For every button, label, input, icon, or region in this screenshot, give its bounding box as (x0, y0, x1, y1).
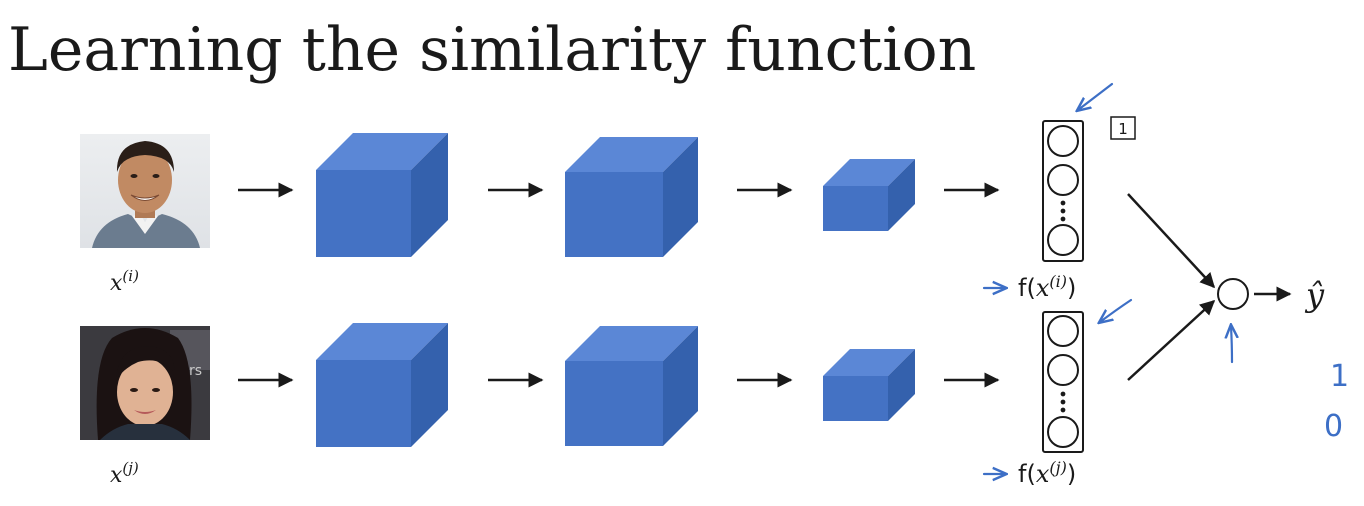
input-label-j: x(j) (110, 459, 139, 488)
arrow (1127, 193, 1216, 289)
encoding-label-j: f(x(j)) (1018, 458, 1076, 488)
cnn-layer-block (823, 159, 915, 231)
cnn-layer-block (316, 133, 448, 257)
svg-text:rs: rs (189, 363, 202, 379)
footnote-box: 1 (1110, 116, 1136, 140)
cnn-layer-block (316, 323, 448, 447)
encoding-label-i: f(x(i)) (1018, 272, 1076, 302)
encoding-vector-top (1042, 120, 1084, 262)
cnn-layer-block (823, 349, 915, 421)
cnn-layer-block (565, 137, 698, 257)
woman-face-photo: rs (80, 326, 210, 440)
slide-title: Learning the similarity function (8, 15, 977, 85)
handwritten-value-0: 0 (1324, 409, 1343, 444)
cnn-layer-block (565, 326, 698, 446)
pen-arrow-output-node (1231, 326, 1232, 364)
merge-arrows (1127, 193, 1292, 381)
output-label: ŷ (1304, 276, 1325, 314)
encoding-vector-bottom (1042, 311, 1084, 453)
handwritten-annotations (982, 82, 1232, 474)
pen-arrow-top-vector (1078, 82, 1114, 110)
input-label-i: x(i) (110, 267, 139, 296)
arrow (1127, 299, 1216, 381)
svg-text:1: 1 (1118, 120, 1128, 138)
output-node (1217, 278, 1249, 310)
pen-arrow-bottom-vector (1100, 298, 1133, 322)
handwritten-value-1: 1 (1330, 359, 1349, 394)
man-face-photo (80, 134, 210, 248)
